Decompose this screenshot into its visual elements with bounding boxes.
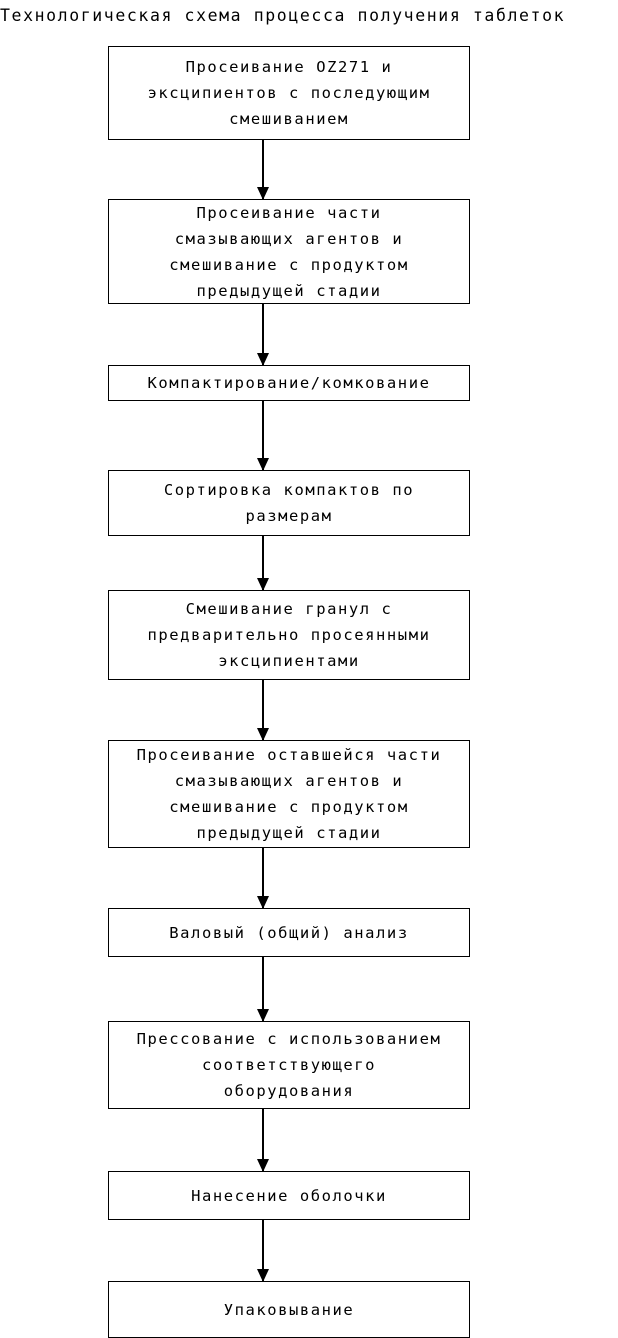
flow-node-label: Просеивание части смазывающих агентов и … [169, 203, 409, 300]
arrow-step6-to-step7 [256, 848, 270, 909]
flow-node-label: Сортировка компактов по размерам [163, 481, 415, 525]
flow-node-label: Нанесение оболочки [191, 1186, 387, 1205]
arrow-step4-to-step5 [256, 536, 270, 591]
flow-node-step-4[interactable]: Сортировка компактов по размерам [108, 470, 470, 536]
arrow-shaft [262, 1220, 264, 1281]
arrow-head-icon [256, 896, 269, 909]
arrow-head-icon [256, 1269, 269, 1282]
arrow-head-icon [256, 458, 269, 471]
arrow-head-icon [256, 728, 269, 741]
arrow-step7-to-step8 [256, 957, 270, 1022]
arrow-shaft [262, 957, 264, 1021]
flow-node-step-2[interactable]: Просеивание части смазывающих агентов и … [108, 199, 470, 304]
arrow-shaft [262, 1109, 264, 1171]
arrow-shaft [262, 680, 264, 740]
arrow-head-icon [256, 353, 269, 366]
flow-node-step-7[interactable]: Валовый (общий) анализ [108, 908, 470, 957]
arrow-step5-to-step6 [256, 680, 270, 741]
arrow-head-icon [256, 1159, 269, 1172]
arrow-step2-to-step3 [256, 304, 270, 366]
flow-node-label: Просеивание оставшейся части смазывающих… [136, 746, 442, 842]
flow-node-label: Прессование с использованием соответству… [136, 1030, 442, 1100]
arrow-shaft [262, 401, 264, 470]
arrow-head-icon [256, 578, 269, 591]
arrow-shaft [262, 536, 264, 590]
flow-node-step-5[interactable]: Смешивание гранул с предварительно просе… [108, 590, 470, 680]
flow-node-label: Смешивание гранул с предварительно просе… [147, 600, 431, 670]
flow-node-label: Упаковывание [223, 1300, 355, 1319]
arrow-step3-to-step4 [256, 401, 270, 471]
flow-node-step-1[interactable]: Просеивание OZ271 и эксципиентов с после… [108, 46, 470, 140]
flow-node-step-8[interactable]: Прессование с использованием соответству… [108, 1021, 470, 1109]
arrow-head-icon [256, 187, 269, 200]
flow-node-label: Валовый (общий) анализ [169, 923, 409, 942]
page-title: Технологическая схема процесса получения… [0, 6, 566, 25]
arrow-step1-to-step2 [256, 140, 270, 200]
flow-node-label: Просеивание OZ271 и эксципиентов с после… [147, 58, 431, 128]
flow-node-step-10[interactable]: Упаковывание [108, 1281, 470, 1338]
arrow-head-icon [256, 1009, 269, 1022]
flow-node-step-6[interactable]: Просеивание оставшейся части смазывающих… [108, 740, 470, 848]
flow-node-label: Компактирование/комкование [147, 374, 431, 392]
arrow-step9-to-step10 [256, 1220, 270, 1282]
flow-node-step-9[interactable]: Нанесение оболочки [108, 1171, 470, 1220]
arrow-shaft [262, 140, 264, 199]
arrow-shaft [262, 848, 264, 908]
arrow-step8-to-step9 [256, 1109, 270, 1172]
flow-node-step-3[interactable]: Компактирование/комкование [108, 365, 470, 401]
arrow-shaft [262, 304, 264, 365]
